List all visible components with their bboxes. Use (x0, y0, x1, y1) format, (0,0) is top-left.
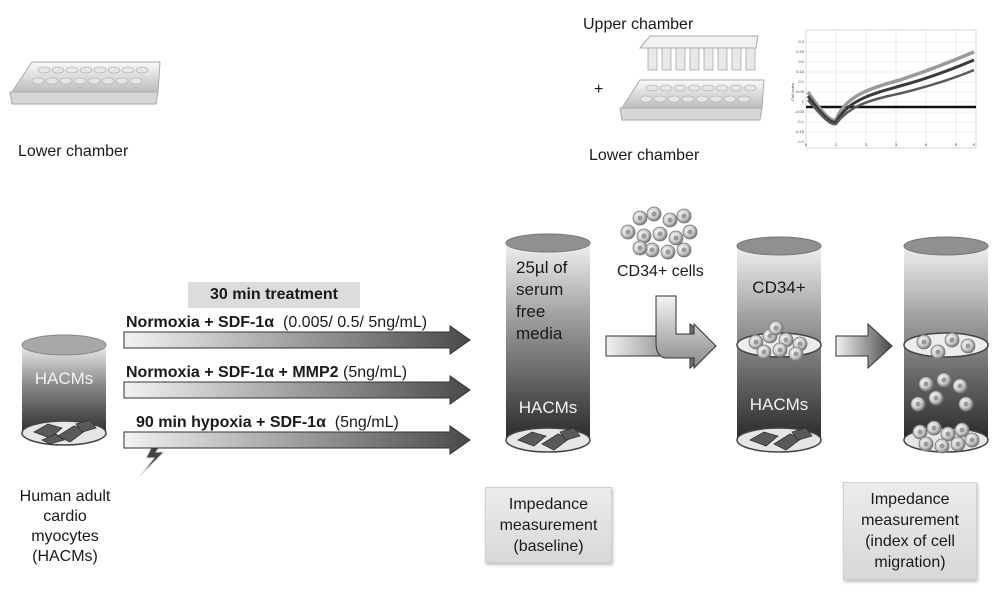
plot-ytick: 0.25 (796, 49, 805, 54)
condition-normoxia-sdf-mmp2: Normoxia + SDF-1α + MMP2 (5ng/mL) (126, 364, 408, 381)
mini-impedance-plot: 0.3 0.25 0.2 0.15 0.1 0.05 0 -0.05 -0.1 … (790, 29, 977, 149)
plot-ytick: 0.05 (796, 89, 805, 94)
condition-hypoxia-sdf: 90 min hypoxia + SDF-1α (5ng/mL) (136, 414, 399, 431)
plot-ylabel: Cell Index (790, 83, 795, 101)
plot-ytick: -0.05 (795, 109, 805, 114)
plot-xtick: 6 (973, 142, 976, 147)
treatment-arrow (123, 375, 471, 405)
impedance-migration-box: Impedance measurement (index of cell mig… (843, 482, 977, 580)
plot-ytick: 0 (802, 99, 805, 104)
hacms-caption: Human adult cardio myocytes (HACMs) (19, 488, 111, 565)
plot-ytick: -0.15 (795, 129, 805, 134)
plate-lower-left-icon (9, 61, 161, 105)
cd34-cylinder-label: CD34+ (752, 278, 806, 297)
cd34-cells-label: CD34+ cells (617, 263, 704, 280)
cd34-cylinder-icon (736, 236, 822, 453)
plus-sign: + (594, 81, 604, 98)
serum-free-media-label: 25µl of serum free media (516, 258, 568, 343)
plate-lower-right-icon (619, 79, 765, 121)
condition-normoxia-sdf: Normoxia + SDF-1α (0.005/ 0.5/ 5ng/mL) (126, 314, 428, 331)
hacms-cylinder-icon (21, 334, 107, 446)
treatment-arrow (123, 325, 471, 355)
treatment-arrow (123, 425, 471, 455)
plot-ytick: 0.15 (796, 69, 805, 74)
plot-xtick: 0 (805, 142, 808, 147)
plot-xtick: 4 (925, 142, 928, 147)
plot-ytick: 0.3 (798, 39, 804, 44)
flow-arrow (835, 322, 893, 370)
plot-xtick: 2 (865, 142, 868, 147)
lower-chamber-right-label: Lower chamber (589, 147, 700, 164)
treatment-header: 30 min treatment (188, 282, 360, 308)
plot-xtick: 5 (955, 142, 958, 147)
plot-ytick: 0.1 (798, 79, 804, 84)
cd34-bent-arrow (655, 295, 717, 370)
plot-ytick: 0.2 (798, 59, 804, 64)
upper-chamber-icon (638, 35, 759, 71)
plot-xtick: 3 (895, 142, 898, 147)
baseline-cylinder-icon (505, 233, 591, 453)
upper-chamber-label: Upper chamber (583, 16, 694, 33)
impedance-baseline-box: Impedance measurement (baseline) (485, 487, 612, 563)
hacms-cylinder-label: HACMs (34, 369, 94, 388)
plot-ytick: -0.2 (797, 139, 805, 144)
migration-cylinder-icon (903, 236, 989, 454)
lower-chamber-left-label: Lower chamber (18, 143, 129, 160)
cd34-cylinder-hacms-label: HACMs (749, 395, 809, 414)
cd34-cells-icon (620, 206, 698, 260)
plot-xtick: 1 (835, 142, 838, 147)
baseline-hacms-label: HACMs (518, 398, 578, 417)
plot-ytick: -0.1 (797, 119, 805, 124)
